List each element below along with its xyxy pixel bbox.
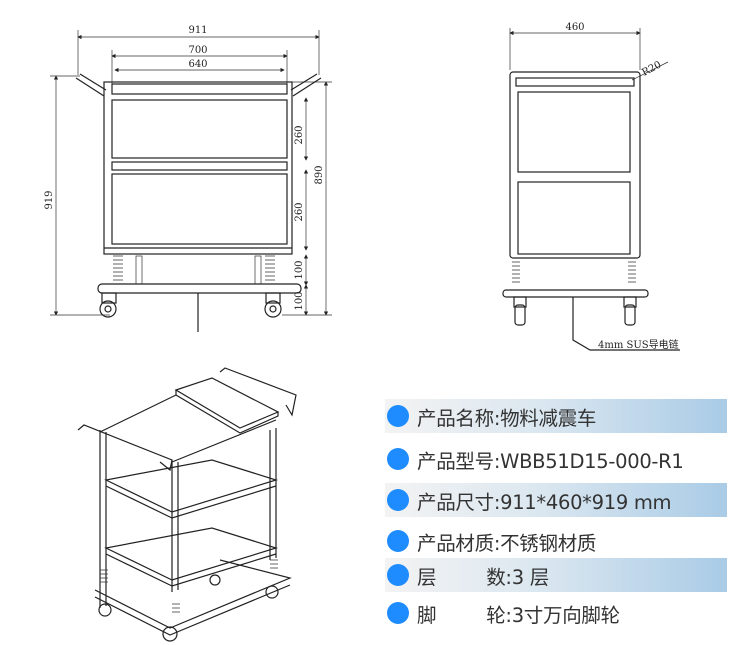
spec-value: 911*460*919 mm — [500, 490, 672, 514]
spec-row-casters: 脚轮:3寸万向脚轮 — [385, 596, 727, 630]
spec-row-layers: 层数:3 层 — [385, 558, 727, 592]
bullet-icon — [387, 448, 409, 470]
dim-radius: R20 — [640, 59, 663, 78]
spec-row-name: 产品名称:物料减震车 — [385, 399, 727, 433]
spec-value: 不锈钢材质 — [500, 531, 597, 555]
spec-label: 层 — [417, 565, 437, 589]
spec-row-size: 产品尺寸:911*460*919 mm — [385, 483, 727, 517]
dim-overall-width: 911 — [188, 25, 207, 36]
spec-label: 产品型号 — [417, 449, 494, 473]
side-view: 460 R20 4mm SUS导电链 — [502, 22, 680, 351]
spec-row-model: 产品型号:WBB51D15-000-R1 — [385, 442, 727, 476]
bullet-icon — [387, 530, 409, 552]
dim-inner-width: 700 — [188, 45, 207, 56]
isometric-view — [77, 367, 297, 642]
spec-label: 产品名称 — [417, 406, 494, 430]
dim-overall-height: 919 — [44, 190, 55, 209]
spec-label: 脚 — [417, 603, 437, 627]
spec-row-material: 产品材质:不锈钢材质 — [385, 524, 727, 558]
spec-value: 3寸万向脚轮 — [511, 603, 620, 627]
spec-label: 产品尺寸 — [417, 490, 494, 514]
dim-depth: 460 — [565, 22, 584, 33]
spec-value: 物料减震车 — [500, 406, 597, 430]
bullet-icon — [387, 489, 409, 511]
dim-frame-height: 890 — [314, 165, 325, 184]
dim-shelf1-gap: 260 — [294, 125, 305, 144]
spec-label: 产品材质 — [417, 531, 494, 555]
dim-shelf-width: 640 — [188, 59, 207, 70]
bullet-icon — [387, 405, 409, 427]
spec-value: WBB51D15-000-R1 — [500, 449, 684, 473]
front-view: 911 700 640 919 890 260 260 100 100 — [44, 25, 332, 332]
spec-value: 3 层 — [511, 565, 550, 589]
bullet-icon — [387, 602, 409, 624]
dim-wheel-height: 100 — [294, 291, 305, 310]
dim-spring-height: 100 — [294, 260, 305, 279]
dim-shelf2-gap: 260 — [294, 202, 305, 221]
spec-label: 数 — [486, 565, 506, 589]
spec-label: 轮 — [486, 603, 506, 627]
cable-label: 4mm SUS导电链 — [598, 338, 679, 351]
bullet-icon — [387, 564, 409, 586]
